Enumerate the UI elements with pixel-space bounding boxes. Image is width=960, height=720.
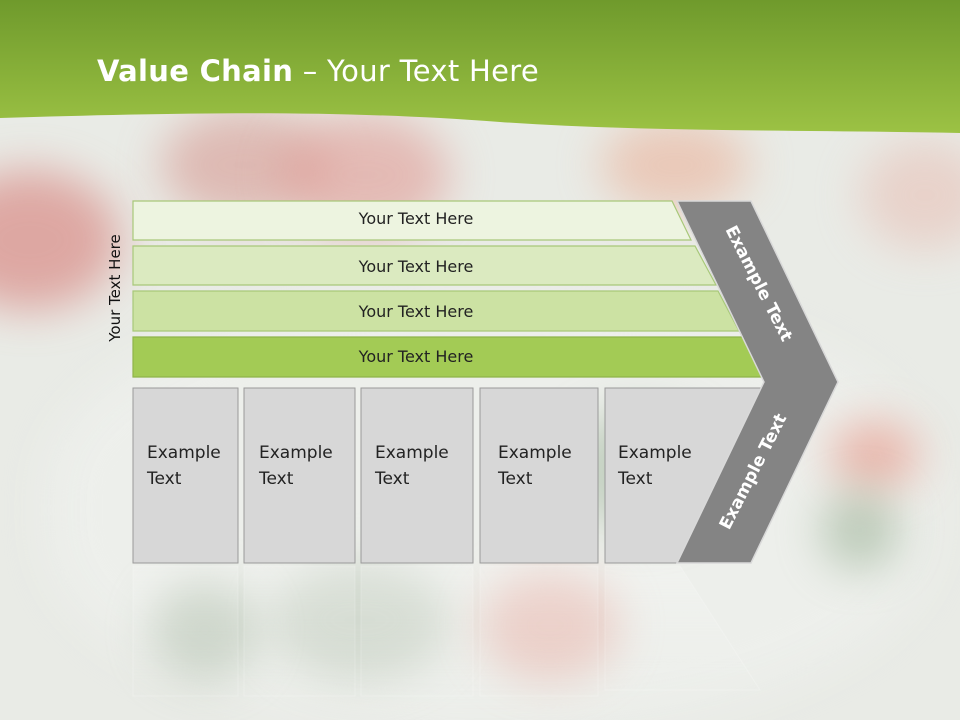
bar-2-label: Your Text Here bbox=[358, 257, 474, 276]
box-2-line2: Text bbox=[258, 469, 294, 489]
bar-3: Your Text Here bbox=[132, 290, 740, 332]
box-1-line2: Text bbox=[146, 469, 182, 489]
title-rest: – Your Text Here bbox=[293, 54, 539, 88]
box-5: Example Text bbox=[604, 387, 764, 564]
bar-1-label: Your Text Here bbox=[358, 209, 474, 228]
box-2-line1: Example bbox=[259, 443, 333, 463]
box-2: Example Text bbox=[243, 387, 356, 564]
bar-3-label: Your Text Here bbox=[358, 302, 474, 321]
box-5-line2: Text bbox=[617, 469, 653, 489]
bar-2: Your Text Here bbox=[132, 245, 718, 286]
reflection bbox=[132, 565, 761, 697]
box-5-line1: Example bbox=[618, 443, 692, 463]
header-band bbox=[0, 0, 960, 133]
box-3-line2: Text bbox=[374, 469, 410, 489]
box-4-line1: Example bbox=[498, 443, 572, 463]
box-3-line1: Example bbox=[375, 443, 449, 463]
bar-1: Your Text Here bbox=[132, 200, 692, 241]
box-4: Example Text bbox=[479, 387, 599, 564]
box-1-line1: Example bbox=[147, 443, 221, 463]
box-1: Example Text bbox=[132, 387, 239, 564]
title-bold: Value Chain bbox=[97, 54, 294, 88]
box-3: Example Text bbox=[360, 387, 474, 564]
slide-title: Value Chain – Your Text Here bbox=[97, 54, 539, 88]
chevron-arrow: Example Text Example Text bbox=[675, 200, 839, 564]
box-4-line2: Text bbox=[497, 469, 533, 489]
bar-4: Your Text Here bbox=[132, 336, 764, 378]
bar-4-label: Your Text Here bbox=[358, 347, 474, 366]
